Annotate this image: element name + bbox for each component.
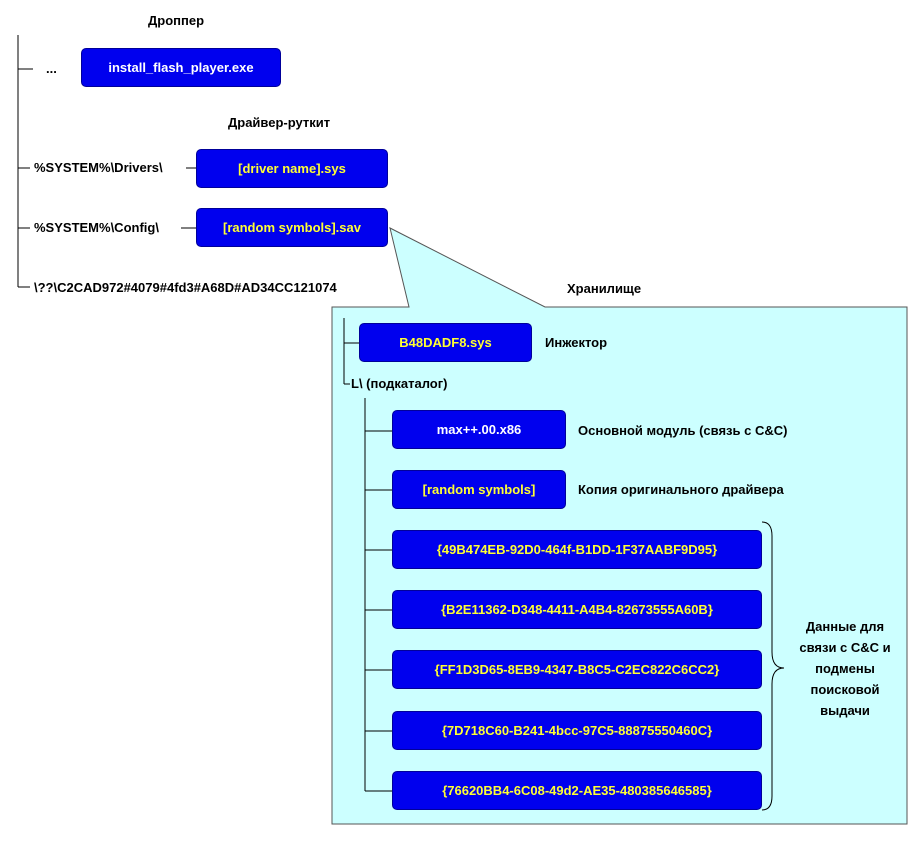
subdir-label: L\ (подкаталог) [351, 376, 448, 391]
main-module-box[interactable]: max++.00.x86 [392, 410, 566, 449]
dropper-file-box[interactable]: install_flash_player.exe [81, 48, 281, 87]
data-group-brace [761, 521, 785, 811]
drivers-path-label: %SYSTEM%\Drivers\ [34, 160, 163, 175]
dropper-ellipsis: ... [46, 61, 57, 76]
storage-title: Хранилище [567, 281, 642, 296]
injector-label: Инжектор [545, 335, 608, 350]
driver-file-box[interactable]: [driver name].sys [196, 149, 388, 188]
device-path-label: \??\C2CAD972#4079#4fd3#A68D#AD34CC121074 [34, 280, 337, 295]
data-file-box-1[interactable]: {49B474EB-92D0-464f-B1DD-1F37AABF9D95} [392, 530, 762, 569]
config-file-box[interactable]: [random symbols].sav [196, 208, 388, 247]
data-file-box-3[interactable]: {FF1D3D65-8EB9-4347-B8C5-C2EC822C6CC2} [392, 650, 762, 689]
driver-copy-label: Копия оригинального драйвера [578, 482, 784, 497]
main-module-label: Основной модуль (связь с C&C) [578, 423, 788, 438]
injector-file-box[interactable]: B48DADF8.sys [359, 323, 532, 362]
data-file-box-4[interactable]: {7D718C60-B241-4bcc-97C5-88875550460C} [392, 711, 762, 750]
driver-copy-box[interactable]: [random symbols] [392, 470, 566, 509]
data-file-box-2[interactable]: {B2E11362-D348-4411-A4B4-82673555A60B} [392, 590, 762, 629]
data-group-label: Данные для связи с C&C и подмены поисков… [799, 619, 891, 718]
config-path-label: %SYSTEM%\Config\ [34, 220, 159, 235]
dropper-title: Дроппер [148, 13, 205, 28]
rootkit-title: Драйвер-руткит [228, 115, 331, 130]
data-file-box-5[interactable]: {76620BB4-6C08-49d2-AE35-480385646585} [392, 771, 762, 810]
